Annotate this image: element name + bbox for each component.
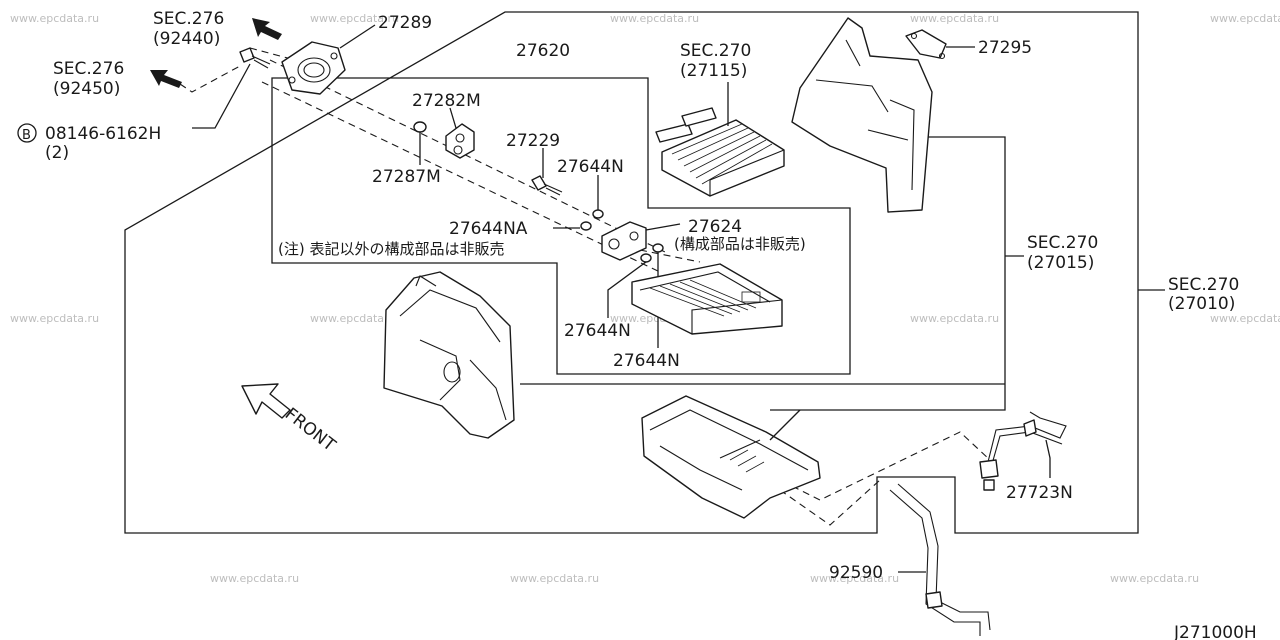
watermark: www.epcdata.ru	[910, 12, 999, 25]
kit-boundary	[271, 77, 851, 375]
label-sec270-assy-code: (27010)	[1168, 294, 1235, 314]
arrow-sec276-a	[252, 18, 282, 40]
label-sec270-assy: SEC.270	[1168, 275, 1239, 295]
leader-drain-tray	[769, 409, 801, 441]
drain-tray	[641, 395, 821, 519]
leader-27624	[645, 223, 681, 231]
leader-27282m	[449, 107, 457, 129]
oring-27287m	[413, 121, 427, 133]
label-bolt-qty: (2)	[45, 143, 69, 163]
label-27620: 27620	[516, 41, 570, 61]
label-diagram-id: J271000H	[1173, 623, 1257, 640]
heater-case-upper	[791, 17, 933, 213]
label-27295: 27295	[978, 38, 1032, 58]
arrow-b-leader	[179, 65, 241, 93]
drain-axis	[759, 431, 991, 526]
label-sec270-heater: SEC.270	[680, 41, 751, 61]
evaporator-core	[631, 263, 783, 335]
intake-case	[383, 271, 515, 439]
label-bolt-number: 08146-6162H	[45, 124, 161, 144]
watermark: www.epcdata.ru	[10, 312, 99, 325]
front-arrow	[241, 383, 291, 419]
watermark: www.epcdata.ru	[1110, 572, 1199, 585]
oring-27644n-low	[652, 243, 664, 253]
leader-27723n	[1045, 439, 1051, 478]
watermark: www.epcdata.ru	[310, 12, 399, 25]
label-92590: 92590	[829, 563, 883, 583]
oring-27644n-mid	[640, 253, 652, 263]
label-27644n-mid: 27644N	[564, 321, 631, 341]
watermark: www.epcdata.ru	[10, 12, 99, 25]
label-27644n-top: 27644N	[557, 157, 624, 177]
label-bolt-mark: B	[22, 128, 31, 143]
label-27644na: 27644NA	[449, 219, 528, 239]
watermark: www.epcdata.ru	[610, 12, 699, 25]
bolt-27229	[531, 175, 563, 196]
assembly-boundary	[124, 11, 1139, 534]
leader-bolt	[192, 63, 251, 129]
arrow-sec276-b	[150, 70, 182, 88]
label-sec270-case-code: (27015)	[1027, 253, 1094, 273]
watermark: www.epcdata.ru	[810, 572, 899, 585]
label-sec276-b-code: (92450)	[53, 79, 120, 99]
watermark: www.epcdata.ru	[210, 572, 299, 585]
leader-27644n-mid	[607, 261, 647, 318]
label-27644n-low: 27644N	[613, 351, 680, 371]
watermark: www.epcdata.ru	[1210, 312, 1280, 325]
label-27624-note: (構成部品は非販売)	[674, 235, 806, 253]
label-27287m: 27287M	[372, 167, 441, 187]
watermark: www.epcdata.ru	[1210, 12, 1280, 25]
watermark: www.epcdata.ru	[310, 312, 399, 325]
label-sec276-a: SEC.276	[153, 9, 224, 29]
label-sec270-heater-code: (27115)	[680, 61, 747, 81]
pipe-joint-27624	[601, 221, 647, 261]
harness-27723n	[979, 411, 1067, 491]
leader-27289	[339, 24, 376, 49]
label-note: (注) 表記以外の構成部品は非販売	[278, 240, 504, 258]
label-27229: 27229	[506, 131, 560, 151]
watermark: www.epcdata.ru	[510, 572, 599, 585]
label-sec270-case: SEC.270	[1027, 233, 1098, 253]
sensor-27295	[905, 29, 947, 60]
bolt-08146	[239, 47, 271, 69]
grommet-27282m	[445, 123, 475, 159]
label-front: FRONT	[281, 404, 340, 456]
bolt-mark-circle	[17, 123, 37, 143]
drain-hose-92590	[889, 483, 991, 636]
oring-27644na	[580, 221, 592, 231]
label-sec276-b: SEC.276	[53, 59, 124, 79]
case-bracket	[770, 136, 1006, 411]
assembly-axis	[249, 47, 701, 273]
label-27282m: 27282M	[412, 91, 481, 111]
label-27624: 27624	[688, 217, 742, 237]
seal-plate-27289	[281, 41, 346, 95]
label-27723n: 27723N	[1006, 483, 1073, 503]
heater-core	[655, 107, 785, 197]
watermark: www.epcdata.ru	[910, 312, 999, 325]
label-27289: 27289	[378, 13, 432, 33]
label-sec276-a-code: (92440)	[153, 29, 220, 49]
oring-27644n-top	[592, 209, 604, 219]
